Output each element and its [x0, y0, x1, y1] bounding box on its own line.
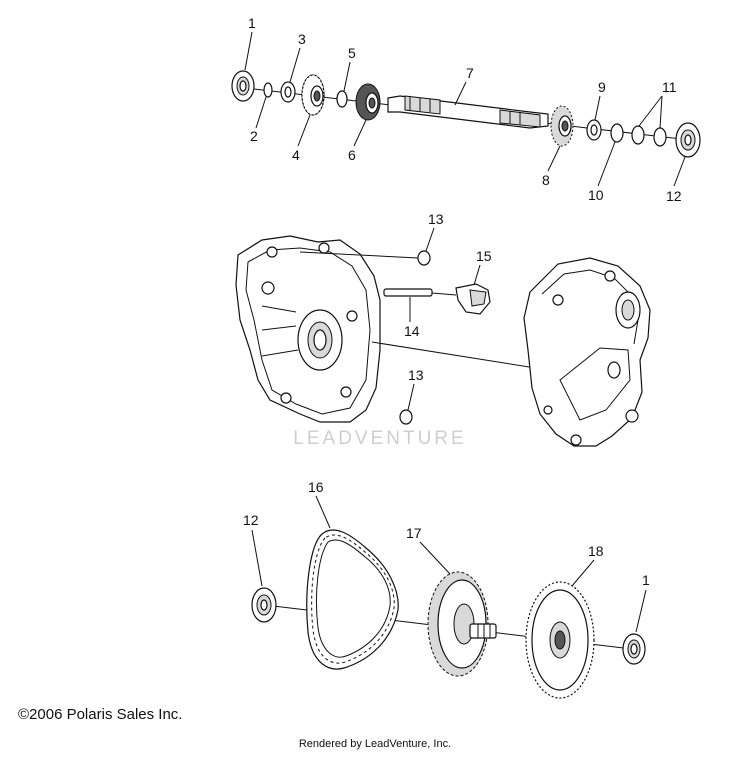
callout-13a: 13	[428, 211, 444, 227]
callout-9: 9	[598, 79, 606, 95]
gearcase-assembly	[235, 235, 651, 447]
bracket-part-15	[455, 283, 491, 315]
watermark: LEADVENTURE	[293, 428, 467, 449]
middle-callouts: 13 15 14 13	[404, 211, 492, 411]
ring-part-2	[263, 82, 273, 98]
callout-1a: 1	[248, 15, 256, 31]
callout-7: 7	[466, 65, 474, 81]
callout-18: 18	[588, 543, 604, 559]
washer-part-11b	[653, 127, 667, 147]
sprocket-part-18	[525, 581, 595, 699]
callout-8: 8	[542, 172, 550, 188]
pin-part-14	[383, 288, 457, 297]
washer-part-11a	[631, 125, 645, 145]
drive-assembly	[251, 529, 646, 699]
dowel-part-13-upper	[299, 250, 431, 266]
callout-3: 3	[298, 31, 306, 47]
dowel-part-13-lower	[399, 409, 413, 425]
bottom-callouts: 16 12 17 18 1	[243, 479, 650, 633]
shaft-assembly	[231, 70, 701, 158]
callout-15: 15	[476, 248, 492, 264]
spacer-part-9	[586, 119, 602, 141]
gear-part-4	[301, 74, 325, 116]
callout-6: 6	[348, 147, 356, 163]
callout-4: 4	[292, 147, 300, 163]
callout-17: 17	[406, 525, 422, 541]
case-left	[235, 235, 381, 423]
copyright-text: ©2006 Polaris Sales Inc.	[18, 706, 183, 723]
gear-part-8	[550, 105, 574, 147]
callout-1b: 1	[642, 572, 650, 588]
callout-11: 11	[662, 79, 677, 95]
ring-part-10	[610, 123, 624, 143]
sprocket-part-17	[427, 571, 497, 677]
rendered-by-text: Rendered by LeadVenture, Inc.	[298, 738, 452, 750]
bearing-part-12	[675, 122, 701, 158]
bearing-part-12-lower	[251, 587, 277, 623]
top-callouts: 1 2 3 4 5 6 7 8 9 10 11 12	[244, 15, 686, 204]
washer-part-3	[280, 81, 296, 103]
callout-14: 14	[404, 323, 420, 339]
case-right	[523, 257, 651, 447]
callout-13b: 13	[408, 367, 424, 383]
coupler-part-6	[355, 83, 381, 121]
shaft-part-7	[387, 95, 549, 129]
ring-part-5	[336, 90, 348, 108]
callout-2: 2	[250, 128, 258, 144]
chain-part-16	[306, 529, 399, 670]
callout-12a: 12	[666, 188, 682, 204]
callout-12b: 12	[243, 512, 259, 528]
bearing-part-1	[231, 70, 255, 102]
callout-10: 10	[588, 187, 604, 203]
callout-5: 5	[348, 45, 356, 61]
callout-16: 16	[308, 479, 324, 495]
bearing-part-1-lower	[622, 633, 646, 665]
